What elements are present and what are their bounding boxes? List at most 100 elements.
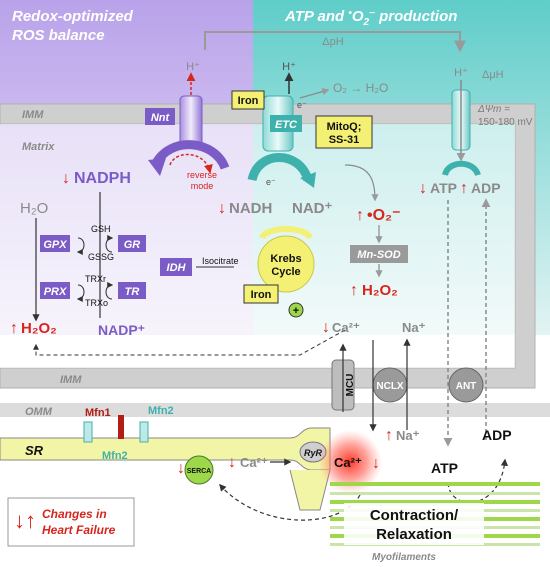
omm-label: OMM (25, 406, 53, 418)
calcium-release-glow (318, 430, 382, 494)
mfn2-tether-left (83, 421, 93, 443)
myofilaments-label: Myofilaments (372, 552, 436, 563)
na-cyto-label: Na⁺ (396, 428, 420, 443)
iron-box-top (231, 90, 265, 110)
mitoq-line2: SS-31 (329, 134, 360, 146)
mfn1-label: Mfn1 (85, 407, 111, 419)
nadh-label: NADH (229, 200, 272, 217)
mfn2-bottom-label: Mfn2 (102, 450, 128, 462)
na-cyto-change-arrow: ↑ (385, 427, 393, 444)
ca-cyto-change-arrow: ↓ (372, 455, 380, 472)
glutathione-cycle-left (76, 237, 85, 255)
reverse-label-2: mode (191, 181, 214, 191)
h2o-label: H₂O (20, 200, 48, 217)
calcium-activation-badge (288, 302, 304, 318)
atp-cyto-label: ATP (431, 460, 458, 476)
prx-box (40, 282, 70, 299)
thioredoxin-cycle-right (105, 282, 114, 300)
superoxide-label: •O₂⁻ (367, 207, 401, 224)
idh-label: IDH (167, 262, 187, 274)
gssg-label: GSSG (88, 252, 114, 262)
serca-change-arrow: ↓ (177, 460, 185, 477)
legend-arrows: ↓↑ (14, 508, 36, 533)
krebs-label-2: Cycle (271, 266, 300, 278)
nadph-change-arrow: ↓ (62, 170, 70, 187)
serca-label: SERCA (187, 468, 212, 475)
legend-text-1: Changes in (42, 507, 107, 521)
legend-box (7, 497, 135, 547)
ros-feedback-path (33, 329, 346, 356)
gr-label: GR (124, 239, 141, 251)
etc-h-plus: H⁺ (282, 61, 296, 73)
tr-label: TR (125, 286, 140, 298)
superoxide-change-arrow: ↑ (356, 207, 364, 224)
nnt-box (145, 108, 175, 125)
atp-top-label: ATP (430, 180, 457, 196)
contraction-line2: Relaxation (376, 526, 452, 543)
atp-synthase-arc (442, 160, 481, 177)
superoxide-source-arrow (344, 164, 379, 202)
tr-box (118, 282, 146, 299)
nnt-transporter (179, 95, 203, 147)
reverse-mode-arrow (169, 153, 213, 174)
matrix-label: Matrix (22, 141, 55, 153)
delta-mu-label: ΔμH (482, 69, 504, 81)
sarcoplasmic-reticulum (0, 427, 331, 471)
nnt-label: Nnt (151, 112, 171, 124)
nad-plus-label: NAD⁺ (292, 200, 332, 217)
ant-translocase (448, 367, 484, 403)
o2-to-h2o: O₂ → H₂O (333, 81, 388, 95)
gsh-label: GSH (91, 224, 111, 234)
h2o2-left-change-arrow: ↑ (10, 320, 18, 337)
atp-top-change-arrow: ↓ (419, 180, 427, 197)
etc-box (270, 115, 302, 132)
header-right: ATP and •O2− production (284, 8, 457, 28)
ryr-label: RyR (304, 448, 323, 458)
mcu-label: MCU (345, 374, 356, 397)
mfn1-tether (118, 415, 124, 439)
gr-box (118, 235, 146, 252)
header-left-line2: ROS balance (12, 27, 105, 44)
iron-box-bottom (243, 284, 279, 304)
mitoq-box (315, 115, 373, 149)
ca-cyto-label: Ca²⁺ (334, 455, 362, 470)
prx-label: PRX (44, 286, 67, 298)
glutathione-cycle-right (105, 235, 114, 253)
delta-psi-label: ΔΨm = (477, 104, 510, 115)
gpx-box (40, 235, 70, 252)
krebs-cycle-arc (259, 226, 313, 240)
ca-sr-label: Ca²⁺ (240, 455, 268, 470)
iron-label-bottom: Iron (251, 289, 272, 301)
ca-sr-change-arrow: ↓ (228, 454, 236, 471)
h2o2-right-change-arrow: ↑ (350, 282, 358, 299)
etc-oxidation-arc (247, 153, 313, 182)
nclx-label: NCLX (376, 381, 404, 392)
header-left-line1: Redox-optimized (12, 8, 134, 25)
serca-pump (184, 455, 214, 485)
nnt-forward-arrowhead (148, 158, 166, 176)
na-matrix-label: Na⁺ (402, 320, 426, 335)
nadph-label: NADPH (74, 170, 131, 187)
o2-reduction-arrow (299, 88, 330, 99)
sr-label: SR (25, 443, 44, 458)
delta-psi-value: 150-180 mV (478, 117, 533, 128)
nadp-plus-label: NADP⁺ (98, 322, 145, 338)
gpx-label: GPX (43, 239, 67, 251)
imm-top-label: IMM (22, 109, 44, 121)
etc-electron-top: e⁻ (297, 100, 307, 110)
imm-bottom-label: IMM (60, 374, 82, 386)
reverse-label-1: reverse (187, 170, 217, 180)
iron-label-top: Iron (238, 95, 259, 107)
contraction-line1: Contraction/ (370, 507, 459, 524)
adp-top-label: ADP (471, 180, 501, 196)
mitoq-line1: MitoQ; (327, 121, 362, 133)
calcium-activation-plus: + (293, 305, 299, 317)
outer-mitochondrial-membrane (0, 403, 550, 417)
thioredoxin-cycle-left (76, 284, 85, 302)
etc-oxidation-arrowhead (300, 172, 316, 188)
nadh-change-arrow: ↓ (218, 200, 226, 217)
ca-matrix-label: Ca²⁺ (332, 320, 360, 335)
trx-r-label: TRXr (85, 274, 106, 284)
isocitrate-label: Isocitrate (202, 256, 239, 266)
